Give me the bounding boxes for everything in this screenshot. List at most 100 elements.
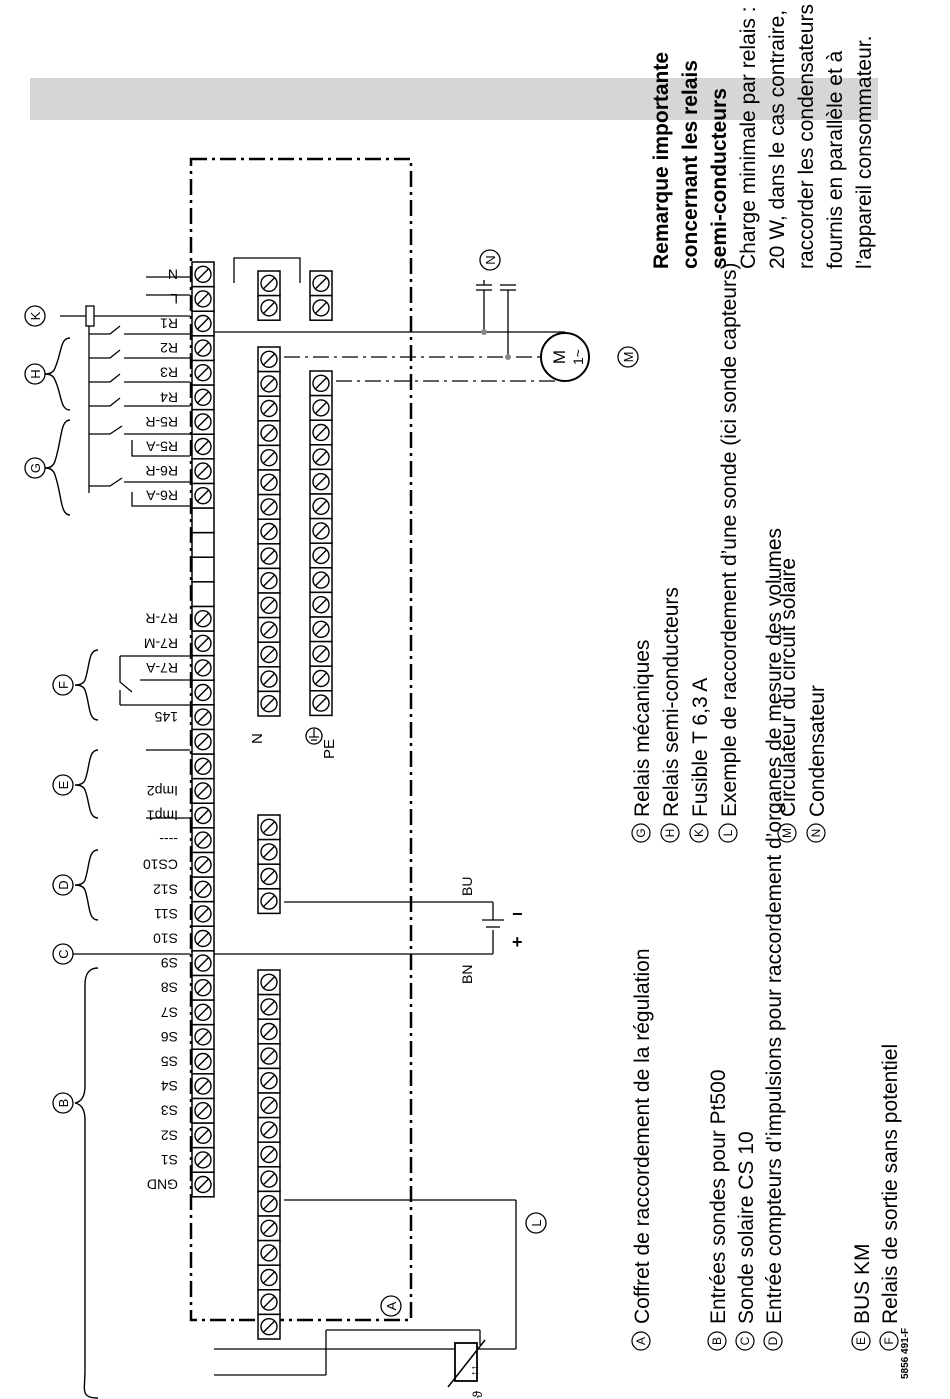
n-terminal-screw bbox=[257, 518, 281, 545]
impulse-terminal-strip bbox=[257, 814, 281, 915]
terminal-label: R7-A bbox=[145, 660, 178, 676]
bu-label: BU bbox=[459, 877, 475, 896]
legend-item-m: M Circulateur du circuit solaire bbox=[777, 558, 800, 843]
pe-terminal-screw bbox=[309, 591, 333, 618]
callout-e: E bbox=[56, 780, 71, 789]
terminal-screw bbox=[191, 1023, 215, 1050]
s-terminal-screw bbox=[257, 1067, 281, 1094]
note-title-2: concernant les relais bbox=[679, 60, 702, 269]
note-body-4: fournis en parallèle et à bbox=[824, 50, 847, 269]
legend-item-k: K Fusible T 6,3 A bbox=[689, 678, 712, 843]
s-terminal-screw bbox=[257, 1289, 281, 1316]
n-terminal-screw bbox=[257, 592, 281, 619]
s-terminal-screw bbox=[257, 1116, 281, 1143]
junction-dot bbox=[481, 329, 487, 335]
terminal-screw bbox=[191, 335, 215, 362]
terminal-label: S11 bbox=[154, 906, 178, 922]
legend-d: Entrée compteurs d’impulsions pour racco… bbox=[763, 528, 786, 1324]
terminal-screw bbox=[191, 310, 215, 337]
terminal-label: N bbox=[168, 266, 178, 282]
cs10-wiring bbox=[214, 901, 504, 955]
callout-n: N bbox=[483, 255, 498, 264]
bn-label: BN bbox=[459, 965, 475, 984]
terminal-screw bbox=[191, 654, 215, 681]
legend-f: Relais de sortie sans potentiel bbox=[879, 1044, 902, 1324]
terminal-label: S10 bbox=[153, 931, 178, 947]
legend-item-f: F Relais de sortie sans potentiel bbox=[879, 1044, 902, 1351]
terminal-label: S7 bbox=[161, 1004, 178, 1020]
svg-text:M: M bbox=[780, 828, 794, 838]
n-terminal-strip bbox=[257, 270, 281, 717]
n-terminal-screw bbox=[257, 270, 281, 297]
imp-terminal-screw bbox=[257, 838, 281, 865]
doc-number: 5856 491-F bbox=[900, 1328, 911, 1379]
legend-item-d: D Entrée compteurs d’impulsions pour rac… bbox=[763, 528, 786, 1351]
terminal-label: S6 bbox=[161, 1029, 178, 1045]
n-terminal-screw bbox=[257, 641, 281, 668]
pe-terminal-screw bbox=[309, 640, 333, 667]
terminal-empty bbox=[191, 507, 215, 534]
terminal-screw bbox=[191, 482, 215, 509]
terminal-screw bbox=[191, 1146, 215, 1173]
callout-k: K bbox=[28, 311, 43, 320]
terminal-screw bbox=[191, 605, 215, 632]
motor-icon: M 1~ bbox=[540, 332, 590, 382]
terminal-label: R3 bbox=[160, 365, 178, 381]
terminal-label: R2 bbox=[160, 340, 178, 356]
terminal-label: S12 bbox=[153, 881, 178, 897]
pe-terminal-screw bbox=[309, 517, 333, 544]
terminal-label: R7-R bbox=[145, 611, 178, 627]
imp-terminal-screw bbox=[257, 814, 281, 841]
terminal-empty bbox=[191, 531, 215, 558]
svg-text:L: L bbox=[721, 829, 735, 836]
callout-g: G bbox=[28, 463, 43, 473]
terminal-screw bbox=[191, 1171, 215, 1198]
earth-icon bbox=[305, 727, 323, 745]
terminal-screw bbox=[191, 777, 215, 804]
terminal-screw bbox=[191, 827, 215, 854]
terminal-screw bbox=[191, 851, 215, 878]
terminal-labels: GNDS1S2S3S4S5S6S7S8S9S10S11S12CS10----Im… bbox=[143, 266, 178, 1192]
legend-text-a: Coffret de raccordement de la régulation bbox=[631, 949, 654, 1325]
svg-text:K: K bbox=[692, 829, 706, 837]
terminal-screw bbox=[191, 1097, 215, 1124]
pe-terminal-screw bbox=[309, 370, 333, 397]
callout-d: D bbox=[56, 880, 71, 889]
terminal-screw bbox=[191, 285, 215, 312]
header-band bbox=[30, 78, 878, 120]
legend-item-c: C Sonde solaire CS 10 bbox=[735, 1131, 758, 1351]
motor-label: M bbox=[550, 350, 569, 364]
svg-text:A: A bbox=[634, 1337, 648, 1345]
legend-item-n: N Condensateur bbox=[806, 685, 829, 843]
legend-c: Sonde solaire CS 10 bbox=[735, 1131, 758, 1324]
pe-terminal-screw bbox=[309, 542, 333, 569]
svg-text:C: C bbox=[738, 1336, 752, 1345]
terminal-screw bbox=[191, 1073, 215, 1100]
legend-item-h: H Relais semi-conducteurs bbox=[660, 587, 683, 843]
terminal-label: S2 bbox=[161, 1127, 178, 1143]
n-terminal-screw bbox=[257, 420, 281, 447]
terminal-screw bbox=[191, 359, 215, 386]
plus-label: + bbox=[512, 932, 523, 952]
svg-text:D: D bbox=[766, 1336, 780, 1345]
svg-text:B: B bbox=[710, 1337, 724, 1345]
terminal-screw bbox=[191, 458, 215, 485]
legend-h: Relais semi-conducteurs bbox=[660, 587, 683, 817]
legend-item-a: A Coffret de raccordement de la régulati… bbox=[631, 949, 654, 1351]
terminal-screw bbox=[191, 925, 215, 952]
main-terminal-strip bbox=[191, 261, 215, 1198]
s-terminal-screw bbox=[257, 1215, 281, 1242]
note-body-3: raccorder les condensateurs bbox=[795, 4, 818, 269]
legend-block: A Coffret de raccordement de la régulati… bbox=[631, 4, 911, 1379]
pe-terminal-screw bbox=[309, 690, 333, 717]
legend-l: Exemple de raccordement d’une sonde (ici… bbox=[718, 263, 741, 817]
svg-text:G: G bbox=[634, 828, 648, 837]
terminal-label: S1 bbox=[161, 1152, 178, 1168]
n-terminal-screw bbox=[257, 346, 281, 373]
pe-terminal-screw bbox=[309, 444, 333, 471]
terminal-screw bbox=[191, 900, 215, 927]
sensor-wiring bbox=[214, 1199, 517, 1388]
n-terminal-screw bbox=[257, 666, 281, 693]
n-terminal-screw bbox=[257, 370, 281, 397]
